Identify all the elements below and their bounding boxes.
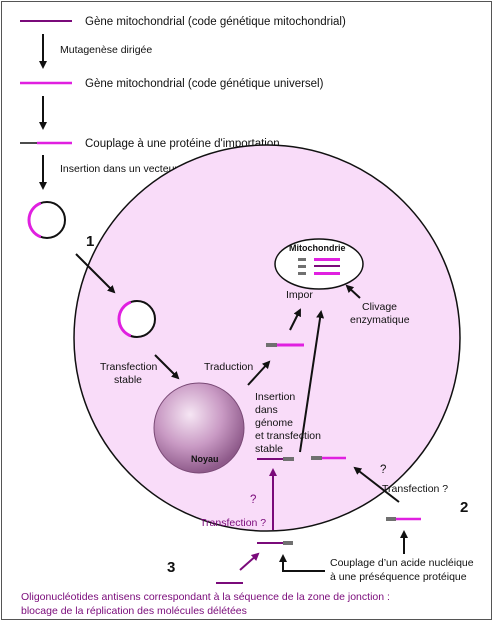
step2-label: Gène mitochondrial (code génétique unive…	[85, 78, 324, 90]
transfection-stable-1: Transfection	[100, 361, 158, 373]
cell	[73, 144, 461, 532]
step3-label: Couplage à une protéine d'importation	[85, 138, 280, 150]
insertion-5: stable	[255, 443, 283, 455]
mitochondria-label: Mitochondrie	[289, 243, 346, 253]
mito-grey-2	[298, 265, 306, 268]
insertion-4: et transfection	[255, 430, 321, 442]
route3-question: ?	[250, 494, 256, 506]
nucleus-label: Noyau	[191, 454, 219, 464]
arrow-coupling-path	[279, 554, 325, 572]
route-2-number: 2	[460, 499, 468, 516]
nucleus	[153, 382, 245, 474]
insertion-3: génome	[255, 417, 293, 429]
mito-mag-1	[314, 258, 340, 261]
route2-transfection: Transfection ?	[382, 483, 448, 495]
footer-line1: Oligonucléotides antisens correspondant …	[21, 591, 390, 603]
mito-mag-3	[314, 272, 340, 275]
arrow-insertion-long	[299, 310, 325, 453]
plasmid-in-cell-insert	[117, 300, 132, 338]
cleavage-line1: Clivage	[362, 301, 397, 313]
route2-question: ?	[380, 464, 386, 476]
vector-insert-arc	[27, 201, 42, 239]
arrow-route2-entry	[353, 466, 400, 503]
coupling-line2: à une préséquence protéique	[330, 571, 467, 583]
arrow-import	[289, 308, 301, 331]
cleavage-line2: enzymatique	[350, 314, 410, 326]
step1-label: Gène mitochondrial (code génétique mitoc…	[85, 16, 346, 28]
transfection-stable-2: stable	[114, 374, 142, 386]
insertion-1: Insertion	[255, 391, 295, 403]
route-3-number: 3	[167, 559, 175, 576]
route-1-number: 1	[86, 233, 94, 250]
translation-label: Traduction	[204, 361, 253, 373]
arrow-route1-entry	[75, 253, 116, 294]
arrow-to-nucleus	[154, 354, 180, 380]
arrow-cleavage	[345, 284, 361, 299]
mito-mag-2	[314, 265, 340, 267]
insertion-2: dans	[255, 404, 278, 416]
coupling-line1: Couplage d’un acide nucléique	[330, 557, 474, 569]
vector-label: Insertion dans un vecteur	[60, 163, 178, 175]
route3-transfection: Transfection ?	[200, 517, 266, 529]
mutagenesis-label: Mutagenèse dirigée	[60, 44, 152, 56]
mito-grey-1	[298, 258, 306, 261]
mito-grey-3	[298, 272, 306, 275]
arrow-route3-oligo	[239, 552, 260, 571]
import-label: Impor	[286, 289, 313, 301]
arrow-translation	[247, 360, 271, 386]
footer-line2: blocage de la réplication des molécules …	[21, 605, 247, 617]
mitochondria	[274, 238, 364, 290]
